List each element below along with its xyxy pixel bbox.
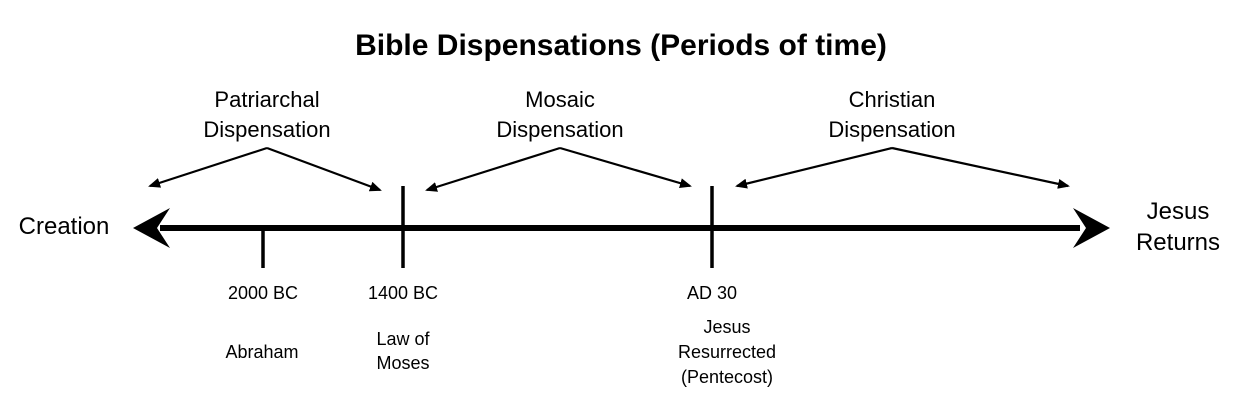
event-label-line: Jesus xyxy=(703,317,750,337)
dispensation-patriarchal-suffix: Dispensation xyxy=(203,117,330,142)
dispensation-mosaic: Mosaic Dispensation xyxy=(425,87,692,192)
event-label-line: Law of xyxy=(376,329,430,349)
dispensation-christian-suffix: Dispensation xyxy=(828,117,955,142)
event-date: 2000 BC xyxy=(228,283,298,303)
event-label-line: Moses xyxy=(376,353,429,373)
event-label-line: Abraham xyxy=(225,342,298,362)
dispensation-mosaic-arrow-left xyxy=(425,146,561,192)
event-jesus-resurrected: AD 30 Jesus Resurrected (Pentecost) xyxy=(678,283,776,387)
timeline-start-label: Creation xyxy=(19,213,110,240)
diagram-title: Bible Dispensations (Periods of time) xyxy=(355,29,887,62)
timeline-end-label-line2: Returns xyxy=(1136,229,1220,256)
dispensation-christian-arrow-left xyxy=(735,146,893,189)
event-law-of-moses: 1400 BC Law of Moses xyxy=(368,283,438,373)
dispensation-patriarchal-name: Patriarchal xyxy=(214,87,319,112)
dispensation-patriarchal-arrow-right xyxy=(266,146,382,192)
event-abraham: 2000 BC Abraham xyxy=(225,283,298,362)
timeline-end-label-line1: Jesus xyxy=(1147,198,1210,225)
timeline-left-arrowhead xyxy=(133,208,170,248)
dispensation-mosaic-name: Mosaic xyxy=(525,87,595,112)
event-date: AD 30 xyxy=(687,283,737,303)
dispensation-christian-name: Christian xyxy=(849,87,936,112)
event-label-line: Resurrected xyxy=(678,342,776,362)
event-label-line: (Pentecost) xyxy=(681,367,773,387)
event-date: 1400 BC xyxy=(368,283,438,303)
dispensation-christian-arrow-right xyxy=(891,146,1070,189)
dispensation-patriarchal-arrow-left xyxy=(148,146,268,188)
dispensation-christian: Christian Dispensation xyxy=(735,87,1070,189)
timeline: Creation Jesus Returns xyxy=(19,186,1220,268)
dispensation-mosaic-arrow-right xyxy=(559,146,692,188)
timeline-right-arrowhead xyxy=(1073,208,1110,248)
dispensation-patriarchal: Patriarchal Dispensation xyxy=(148,87,382,192)
dispensation-mosaic-suffix: Dispensation xyxy=(496,117,623,142)
